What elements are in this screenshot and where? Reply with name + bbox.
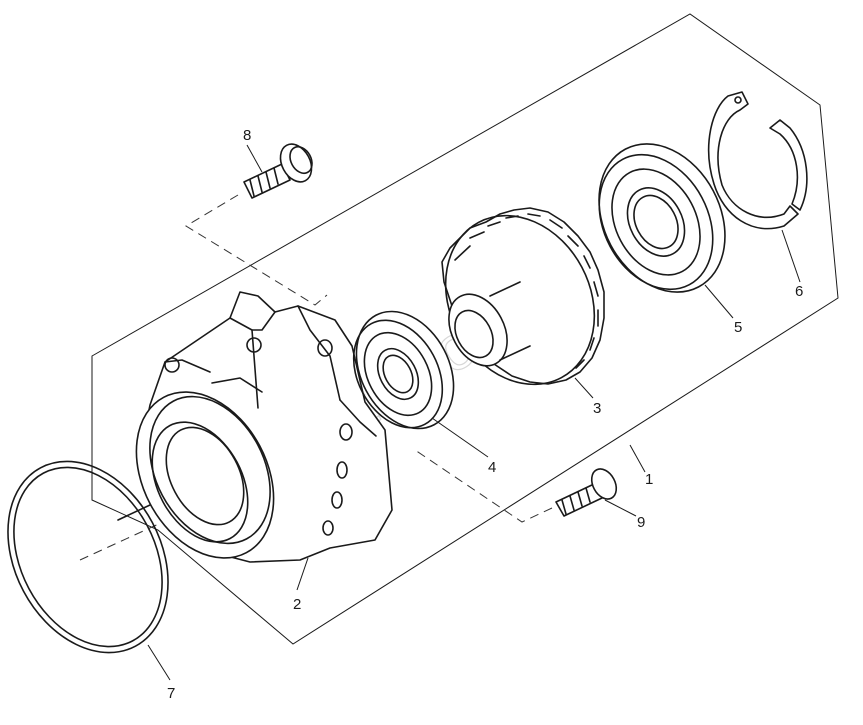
callout-1: 1 — [645, 471, 653, 488]
circlip — [707, 91, 808, 230]
housing — [117, 291, 393, 563]
bolt-9-guide — [414, 449, 553, 523]
large-bearing — [598, 143, 726, 293]
assembly-outline — [91, 13, 839, 645]
callout-3: 3 — [593, 400, 601, 417]
bolt-upper — [243, 143, 313, 199]
callout-4: 4 — [488, 459, 496, 476]
callout-7: 7 — [167, 685, 175, 702]
small-bearing — [352, 310, 455, 430]
callout-5: 5 — [734, 319, 742, 336]
o-ring — [7, 460, 169, 654]
bolt-8-guide — [185, 194, 328, 306]
bolt-lower — [555, 468, 618, 517]
callout-9: 9 — [637, 514, 645, 531]
callout-8: 8 — [243, 127, 251, 144]
callout-2: 2 — [293, 596, 301, 613]
gear — [441, 207, 605, 386]
leader-lines — [147, 144, 801, 681]
callout-6: 6 — [795, 283, 803, 300]
